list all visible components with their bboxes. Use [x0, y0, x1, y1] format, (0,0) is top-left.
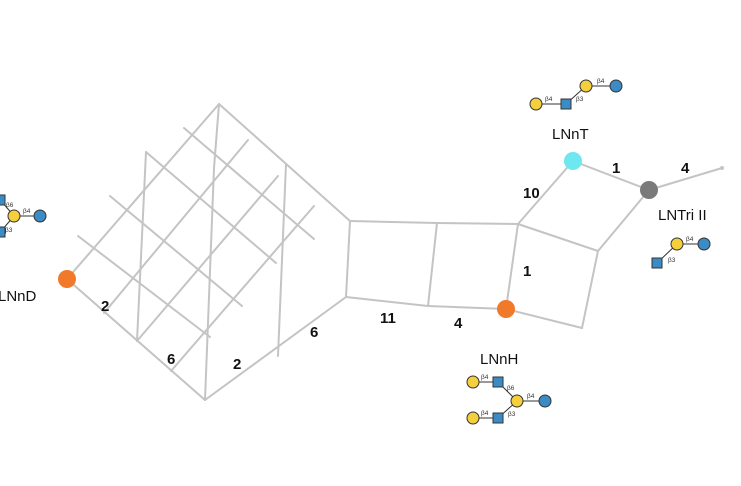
glcnac-square-icon	[651, 257, 663, 269]
galactose-circle-icon	[579, 79, 593, 93]
glcnac-square-icon	[492, 376, 504, 388]
svg-text:β6: β6	[507, 385, 515, 392]
svg-text:β3: β3	[5, 227, 13, 234]
galactose-circle-icon	[670, 237, 684, 251]
svg-text:β4: β4	[597, 78, 605, 85]
lntri-label: LNTri II	[658, 207, 707, 224]
lnnt-glycan: β4 β3 β4	[529, 78, 623, 111]
network-edges	[66, 103, 723, 401]
edge-label: 6	[167, 351, 175, 368]
end-node	[720, 166, 724, 170]
edge-label: 1	[523, 263, 531, 280]
lnnh-label: LNnH	[480, 351, 518, 368]
svg-text:β6: β6	[6, 202, 14, 209]
glcnac-square-icon	[0, 194, 6, 206]
lnnd-glycan: β6 β4 β3	[0, 194, 47, 238]
glucose-circle-icon	[609, 79, 623, 93]
galactose-circle-icon	[466, 411, 480, 425]
galactose-circle-icon	[529, 97, 543, 111]
glcnac-square-icon	[492, 412, 504, 424]
edge-label: 1	[612, 160, 620, 177]
svg-text:β4: β4	[481, 410, 489, 417]
lnnh-node	[497, 300, 515, 318]
lnnd-label: LNnD	[0, 288, 37, 305]
galactose-circle-icon	[7, 209, 21, 223]
lnnt-node	[564, 152, 582, 170]
edge-label: 4	[681, 160, 690, 177]
lnnh-glycan: β4 β6 β4 β3 β4	[466, 374, 552, 425]
svg-text:β4: β4	[545, 96, 553, 103]
svg-text:β3: β3	[508, 411, 516, 418]
svg-text:β4: β4	[686, 236, 694, 243]
svg-text:β3: β3	[576, 96, 584, 103]
edge-label: 6	[310, 324, 318, 341]
edge-label: 4	[454, 315, 463, 332]
glucose-circle-icon	[33, 209, 47, 223]
glcnac-square-icon	[560, 98, 572, 110]
svg-text:β3: β3	[668, 257, 676, 264]
galactose-circle-icon	[510, 394, 524, 408]
glucose-circle-icon	[697, 237, 711, 251]
svg-text:β4: β4	[527, 393, 535, 400]
svg-text:β4: β4	[481, 374, 489, 381]
lntri-node	[640, 181, 658, 199]
lnnd-node	[58, 270, 76, 288]
edge-label: 2	[233, 356, 241, 373]
galactose-circle-icon	[466, 375, 480, 389]
glcnac-square-icon	[0, 226, 6, 238]
edge-label: 2	[101, 298, 109, 315]
edge-label: 11	[380, 310, 396, 327]
glucose-circle-icon	[538, 394, 552, 408]
lntri-glycan: β4 β3	[651, 236, 711, 269]
svg-text:β4: β4	[23, 208, 31, 215]
lnnt-label: LNnT	[552, 126, 589, 143]
edge-label: 10	[523, 185, 540, 202]
